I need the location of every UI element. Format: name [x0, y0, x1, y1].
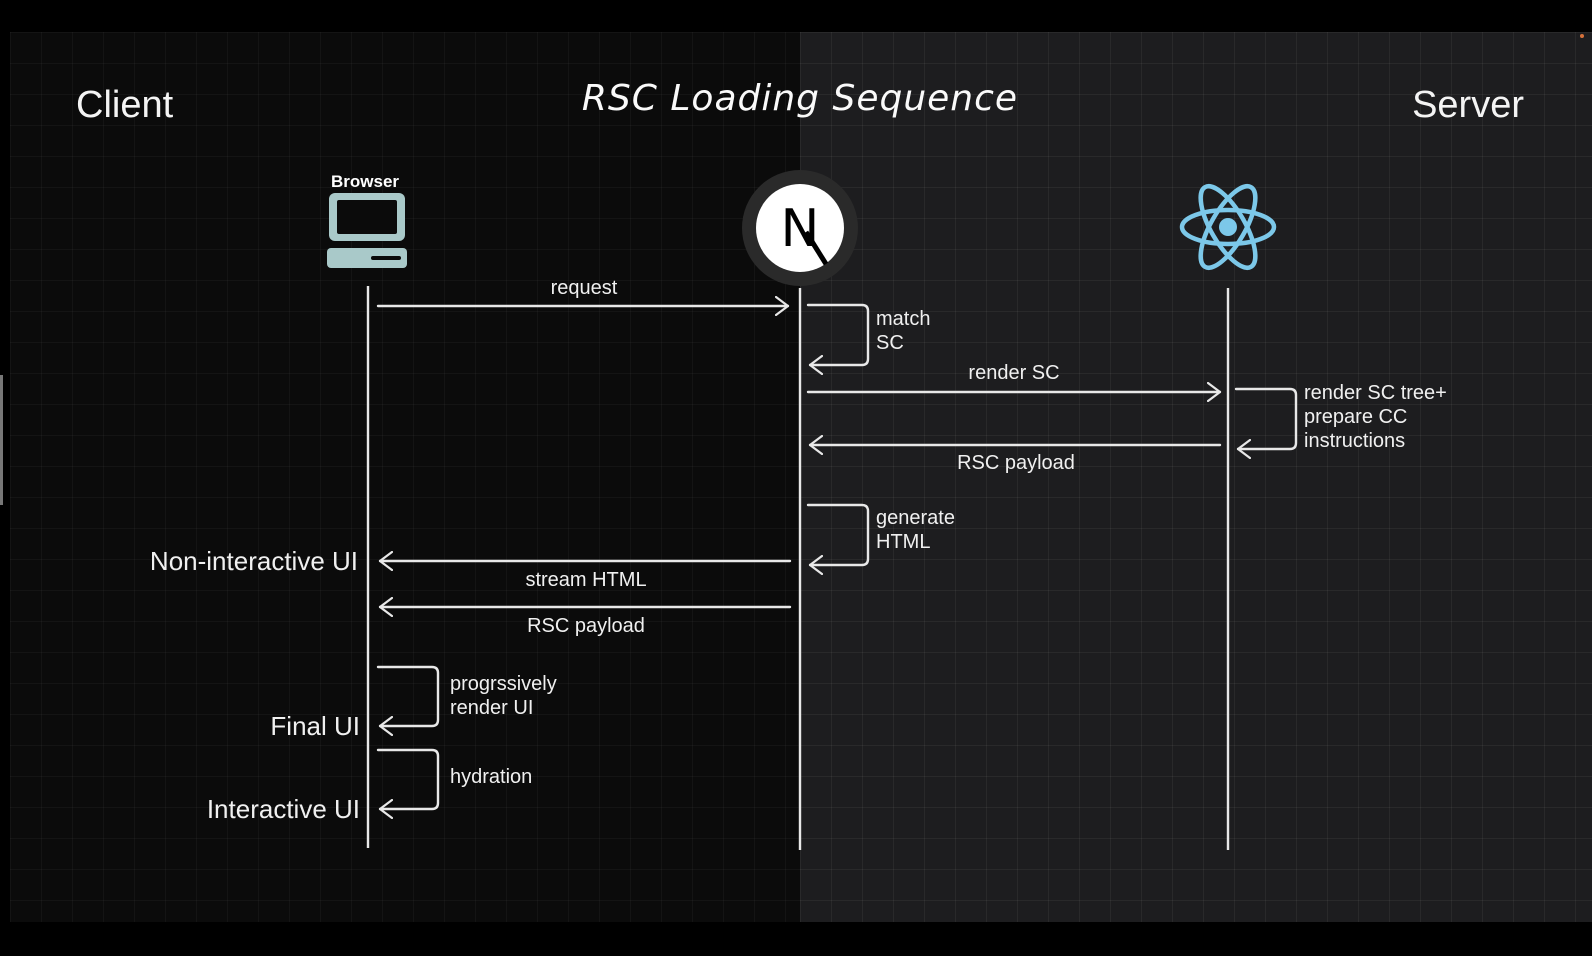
match-sc-loop [806, 303, 870, 365]
scroll-edge [0, 375, 3, 505]
react-logo-icon [1179, 184, 1277, 270]
rsc-payload-server-label: RSC payload [957, 452, 1075, 474]
laptop-icon [327, 193, 407, 268]
indicator-dot [1580, 34, 1584, 38]
stream-html-label: stream HTML [525, 569, 647, 591]
generate-html-label: generate HTML [876, 507, 955, 553]
hydration-label: hydration [450, 766, 533, 788]
progressive-render-label: progrssively render UI [450, 673, 557, 719]
render-tree-label: render SC tree+ prepare CC instructions [1304, 382, 1447, 452]
progressive-render-loop [376, 665, 440, 726]
client-title: Client [76, 84, 174, 126]
match-sc-label: match SC [876, 308, 931, 354]
non-interactive-ui-label: Non-interactive UI [149, 546, 358, 576]
nextjs-logo-icon: N [742, 170, 858, 286]
generate-html-loop [806, 503, 870, 565]
diagram-title: RSC Loading Sequence [581, 78, 1019, 119]
browser-label: Browser [331, 172, 400, 191]
rsc-payload-client-label: RSC payload [527, 615, 645, 637]
request-label: request [550, 277, 618, 299]
server-title: Server [1412, 84, 1524, 126]
final-ui-label: Final UI [270, 711, 360, 741]
render-tree-loop [1234, 387, 1298, 449]
server-panel [800, 32, 1592, 922]
render-sc-label: render SC [968, 362, 1060, 384]
hydration-loop [376, 748, 440, 809]
interactive-ui-label: Interactive UI [206, 794, 360, 824]
nextjs-logo-letter: N [781, 199, 820, 259]
client-panel [10, 32, 800, 922]
